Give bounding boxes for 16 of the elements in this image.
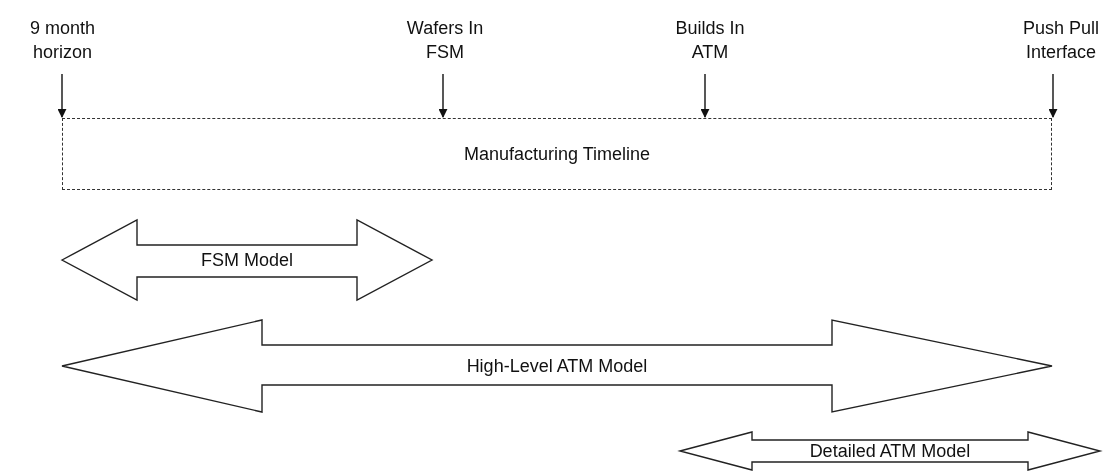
marker-label: Builds In ATM: [675, 16, 745, 64]
arrow-label: FSM Model: [201, 249, 293, 271]
range-banner: [680, 432, 1100, 470]
arrow: [438, 73, 448, 118]
arrow: [700, 73, 710, 118]
marker-label: 9 month horizon: [0, 16, 125, 64]
arrow: [57, 73, 67, 118]
arrow-label: High-Level ATM Model: [466, 355, 648, 377]
timeline-label: Manufacturing Timeline: [463, 143, 651, 165]
arrow-label: Detailed ATM Model: [809, 440, 971, 462]
timeline-box: [62, 118, 1052, 190]
marker-label: Push Pull Interface: [1012, 16, 1110, 64]
range-banner: [62, 320, 1052, 412]
range-banner: [62, 220, 432, 300]
marker-label: Wafers In FSM: [405, 16, 485, 64]
arrow: [1048, 73, 1058, 118]
